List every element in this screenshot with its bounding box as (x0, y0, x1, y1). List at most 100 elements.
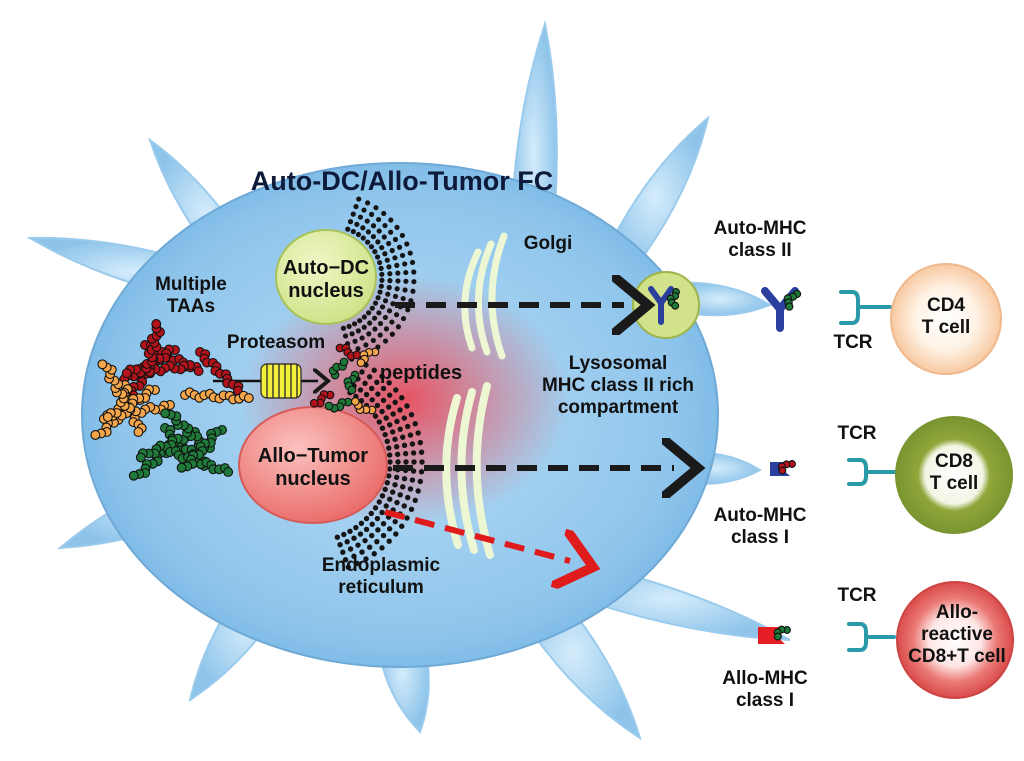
er-dot (386, 284, 392, 291)
er-dot (404, 403, 410, 409)
er-dot (381, 210, 387, 217)
golgi-stack-upper (461, 232, 508, 360)
er-dot (383, 503, 389, 509)
er-dot (386, 526, 393, 532)
bead (135, 452, 146, 463)
er-dot (386, 392, 393, 398)
er-dot (372, 326, 378, 332)
er-dot (366, 544, 373, 550)
er-dot (351, 321, 358, 327)
lysosomal-compartment (632, 271, 700, 339)
er-dot (387, 459, 393, 465)
er-dot (353, 203, 359, 210)
er-dot (355, 328, 361, 334)
er-dot (382, 338, 389, 344)
er-dot (410, 288, 416, 294)
er-dot (401, 415, 407, 421)
er-dot (380, 385, 387, 392)
er-dot (386, 466, 393, 472)
er-dot (389, 319, 395, 325)
er-dot (370, 233, 377, 240)
er-dot (341, 531, 347, 538)
er-dot (340, 325, 347, 331)
er-dot (382, 486, 388, 493)
er-dot (376, 216, 382, 223)
bead (356, 358, 366, 368)
er-dot (399, 252, 406, 259)
er-dot (402, 287, 408, 293)
er-dot (384, 257, 390, 263)
er-dot (405, 494, 411, 501)
er-dot (407, 486, 414, 492)
er-dot (347, 219, 354, 225)
endoplasmic-reticulum (334, 196, 425, 570)
er-dot (368, 510, 374, 517)
er-dot (386, 538, 392, 544)
er-dot (401, 442, 408, 449)
er-dot (379, 277, 385, 283)
er-dot (363, 391, 370, 398)
er-dot (411, 279, 417, 285)
er-dot (395, 270, 401, 276)
bead (309, 398, 319, 408)
er-dot (383, 326, 390, 332)
golgi-label: Golgi (523, 233, 573, 254)
bead (128, 470, 139, 481)
er-dot (393, 474, 400, 480)
er-dot (404, 241, 410, 247)
er-dot (337, 541, 343, 548)
er-dot (392, 255, 398, 261)
er-dot (394, 262, 400, 268)
er-dot (361, 207, 367, 213)
er-dot (363, 556, 369, 562)
er-dot (379, 271, 385, 277)
er-dot (366, 374, 373, 380)
er-dot (369, 521, 375, 527)
er-dot (364, 218, 370, 224)
bead (324, 401, 334, 411)
bead (102, 412, 113, 422)
er-dot (368, 211, 375, 217)
mhc-bound-peptides (666, 288, 802, 641)
er-dot (401, 475, 408, 482)
er-dot (390, 301, 396, 307)
er-dot (397, 426, 403, 432)
er-dot (397, 492, 403, 498)
er-dot (379, 425, 386, 431)
er-dot (384, 438, 390, 444)
tcr-cd8-label: TCR (837, 423, 877, 444)
tcr-cd8-icon (847, 458, 897, 486)
allo-pathway-arrow (384, 509, 570, 561)
er-dot (377, 259, 383, 266)
er-dot (392, 399, 398, 406)
er-dot (379, 545, 385, 551)
er-dot (412, 497, 418, 504)
er-dot (370, 337, 376, 344)
bead (151, 319, 162, 329)
er-dot (386, 308, 393, 314)
er-dot (415, 430, 421, 436)
er-dot (351, 553, 357, 559)
er-dot (379, 493, 386, 499)
bead (133, 427, 144, 437)
er-dot (394, 451, 401, 458)
er-dot (368, 244, 375, 250)
er-dot (387, 422, 393, 428)
er-dot (366, 310, 372, 316)
er-dot (381, 234, 387, 240)
er-dot (357, 531, 364, 537)
er-dot (344, 539, 350, 545)
er-dot (394, 499, 400, 506)
er-dot (372, 249, 378, 255)
er-dot (365, 239, 371, 245)
er-dot (373, 205, 379, 211)
er-dot (359, 335, 365, 341)
er-dot (392, 236, 399, 243)
er-dot (419, 459, 425, 465)
er-dot (409, 441, 416, 447)
er-dot (392, 436, 398, 442)
